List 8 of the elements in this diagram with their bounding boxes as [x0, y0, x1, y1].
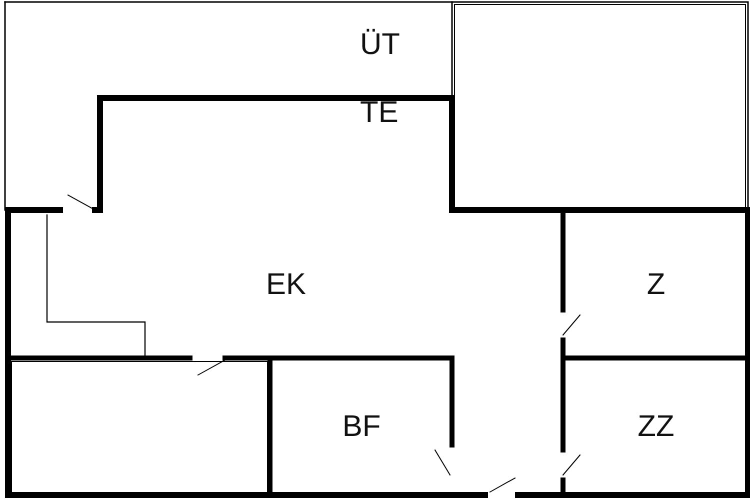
room-area	[11, 361, 268, 493]
room-label: ZZ	[638, 412, 674, 442]
room-label: ÜT	[360, 30, 400, 60]
room-label: BF	[342, 412, 381, 442]
room-area	[454, 4, 746, 208]
room-label: EK	[266, 270, 306, 300]
room-label: TE	[360, 98, 398, 128]
room-label: Z	[646, 270, 666, 300]
